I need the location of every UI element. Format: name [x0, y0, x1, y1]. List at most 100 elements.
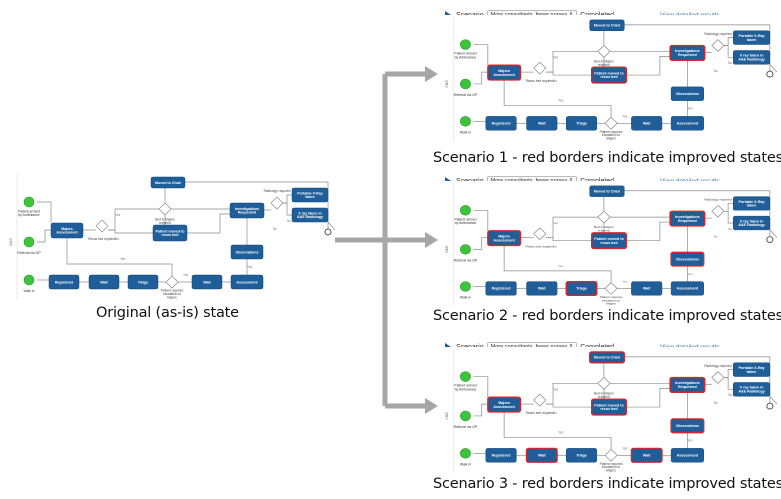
flow-label-yes: Yes — [183, 273, 189, 277]
gateway-escalation[interactable] — [604, 116, 618, 130]
task-label-wait2: Wait — [203, 280, 211, 284]
task-assessment[interactable] — [230, 274, 264, 290]
task-registered[interactable] — [48, 274, 80, 290]
task-wait1[interactable] — [525, 447, 558, 463]
task-patient-moved[interactable] — [152, 224, 188, 242]
task-patient-moved[interactable] — [590, 398, 628, 416]
gateway-bed_in_majors[interactable] — [158, 202, 172, 216]
task-observations[interactable] — [670, 418, 705, 434]
task-majors[interactable] — [50, 222, 84, 239]
start-event-ambulance[interactable] — [460, 371, 471, 382]
end-event[interactable] — [324, 228, 332, 236]
task-xray-ae[interactable] — [732, 382, 771, 397]
task-registered[interactable] — [485, 116, 517, 131]
start-event-gp[interactable] — [460, 410, 471, 422]
task-label-triage: Triage — [138, 280, 149, 284]
gateway-radiology[interactable] — [711, 204, 725, 218]
gateway-bed_in_majors[interactable] — [597, 45, 611, 58]
task-triage[interactable] — [127, 274, 159, 290]
task-xray-ae[interactable] — [732, 215, 771, 231]
gateway-escalation[interactable] — [604, 448, 618, 462]
start-event-walkin[interactable] — [460, 281, 471, 292]
task-xray-ae[interactable] — [291, 207, 329, 223]
task-label-moved-to-chair: Moved to Chair — [155, 181, 182, 185]
task-assessment[interactable] — [670, 281, 704, 296]
sequence-flow — [473, 209, 489, 231]
task-moved-to-chair[interactable] — [589, 19, 625, 31]
start-event-walkin[interactable] — [460, 448, 471, 459]
task-wait1[interactable] — [526, 281, 558, 296]
gateway-resus_bed[interactable] — [95, 219, 109, 233]
start-event-walkin[interactable] — [23, 274, 35, 286]
task-moved-to-chair[interactable] — [589, 185, 625, 197]
task-portable-xray[interactable] — [732, 196, 771, 211]
task-patient-moved[interactable] — [590, 232, 628, 250]
task-patient-moved[interactable] — [590, 66, 628, 84]
task-xray-ae[interactable] — [732, 50, 771, 65]
start-event-walkin[interactable] — [460, 116, 471, 127]
task-observations[interactable] — [230, 244, 264, 260]
task-label-assessment: Assessment — [236, 280, 258, 284]
task-wait2[interactable] — [630, 447, 663, 463]
sequence-flow — [503, 245, 612, 283]
start-event-gp[interactable] — [460, 78, 471, 90]
gateway-escalation[interactable] — [604, 282, 618, 295]
gateway-label-radiology: Radiology required — [264, 189, 291, 193]
task-observations[interactable] — [670, 251, 705, 267]
task-portable-xray[interactable] — [732, 30, 771, 45]
task-portable-xray[interactable] — [732, 362, 771, 377]
task-label-registered: Registered — [492, 287, 511, 291]
start-event-ambulance[interactable] — [460, 39, 471, 50]
task-investigations[interactable] — [669, 44, 706, 61]
task-wait1[interactable] — [88, 274, 120, 290]
task-wait2[interactable] — [631, 281, 663, 296]
task-registered[interactable] — [485, 448, 517, 463]
task-triage[interactable] — [565, 116, 598, 131]
flow-label-yes: Yes — [553, 55, 559, 59]
start-label-walkin: Walk in — [24, 289, 35, 293]
gateway-resus_bed[interactable] — [533, 61, 547, 75]
task-wait1[interactable] — [526, 116, 558, 131]
task-moved-to-chair[interactable] — [588, 351, 625, 364]
task-wait2[interactable] — [631, 116, 663, 131]
gateway-bed_in_majors[interactable] — [597, 210, 611, 224]
task-triage[interactable] — [565, 448, 598, 463]
task-registered[interactable] — [485, 281, 517, 296]
start-event-ambulance[interactable] — [460, 205, 471, 216]
task-assessment[interactable] — [670, 448, 704, 463]
start-event-gp[interactable] — [23, 236, 35, 248]
sequence-flow — [473, 44, 489, 66]
gateway-radiology[interactable] — [711, 39, 725, 52]
gateway-resus_bed[interactable] — [533, 393, 547, 407]
task-wait2[interactable] — [191, 274, 223, 290]
gateway-escalation[interactable] — [165, 275, 179, 289]
gateway-resus_bed[interactable] — [533, 227, 547, 241]
task-triage[interactable] — [565, 280, 598, 296]
task-label-registered: Registered — [492, 454, 511, 458]
task-investigations[interactable] — [669, 210, 706, 227]
task-investigations[interactable] — [229, 202, 265, 219]
sequence-flow — [626, 388, 671, 408]
task-majors[interactable] — [487, 230, 522, 247]
task-majors[interactable] — [487, 64, 522, 81]
start-event-gp[interactable] — [460, 244, 471, 255]
task-moved-to-chair[interactable] — [150, 176, 186, 189]
task-label-registered: Registered — [55, 280, 74, 284]
end-event[interactable] — [766, 236, 774, 244]
task-majors[interactable] — [487, 396, 522, 413]
task-observations[interactable] — [670, 86, 704, 101]
gateway-radiology[interactable] — [270, 196, 284, 210]
start-event-ambulance[interactable] — [23, 196, 35, 208]
end-event[interactable] — [766, 70, 774, 78]
end-event[interactable] — [766, 402, 774, 410]
gateway-radiology[interactable] — [711, 371, 725, 384]
task-assessment[interactable] — [670, 116, 704, 131]
task-investigations[interactable] — [669, 376, 706, 393]
flow-label-yes: Yes — [622, 114, 628, 118]
gateway-bed_in_majors[interactable] — [597, 377, 611, 390]
task-portable-xray[interactable] — [291, 187, 329, 203]
